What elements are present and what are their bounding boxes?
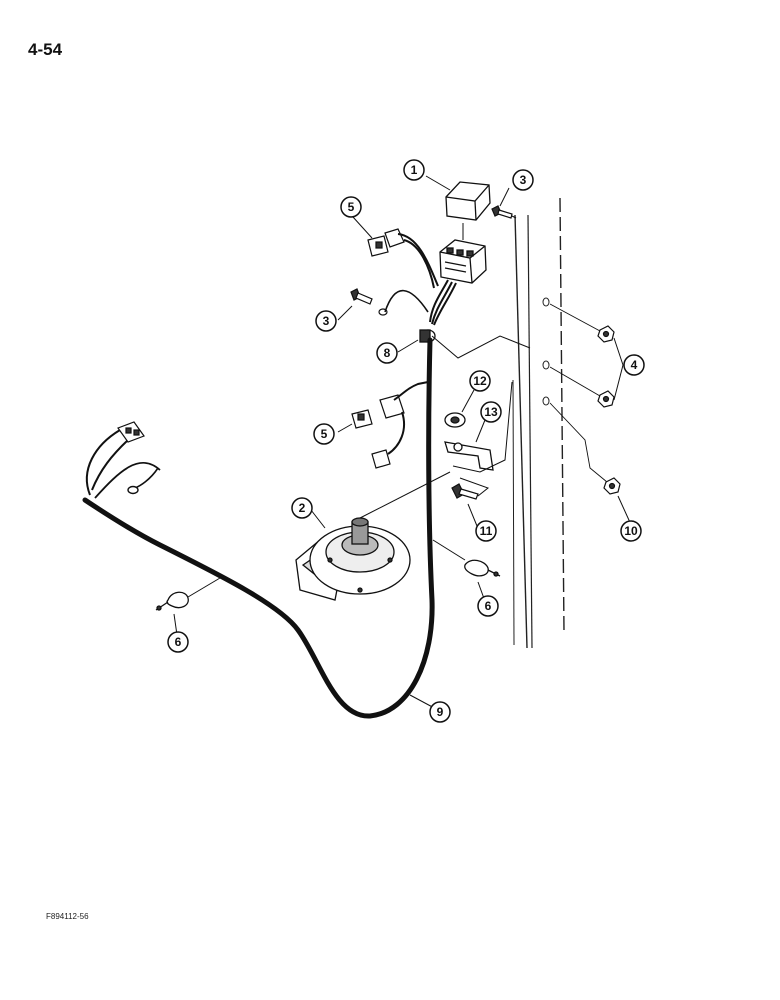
harness-left-branch-3 — [94, 461, 161, 499]
callout-6-left: 6 — [167, 631, 189, 653]
callout-5-lower: 5 — [313, 423, 335, 445]
cable-tie-right-icon — [464, 559, 501, 577]
callout-9: 9 — [429, 701, 451, 723]
callout-11: 11 — [475, 520, 497, 542]
figure-id: F894112-56 — [46, 912, 89, 921]
harness-leads-top — [429, 279, 457, 326]
bracket-mount-line — [452, 381, 513, 473]
callout-label: 5 — [321, 427, 328, 441]
callout-label: 12 — [473, 374, 487, 388]
ground-ring-lead — [134, 467, 159, 489]
cable-tie-left-icon — [155, 591, 189, 611]
callout-label: 4 — [631, 358, 638, 372]
cable-tie-left-line — [187, 577, 221, 598]
callout-10: 10 — [620, 520, 642, 542]
callout-label: 2 — [299, 501, 306, 515]
harness-left-branch — [85, 429, 121, 496]
callout-label: 11 — [480, 524, 493, 538]
bolt-alignment-line — [459, 477, 490, 497]
panel-holes — [542, 297, 550, 406]
callout-8: 8 — [376, 342, 398, 364]
nut-upper-icon — [597, 325, 615, 343]
callout-3-upper: 3 — [512, 169, 534, 191]
nut-lower-icon — [603, 477, 621, 495]
lead-lower-connector-2 — [387, 411, 406, 455]
harness-left-branch-2 — [91, 439, 129, 491]
clip-mount-line — [431, 335, 531, 359]
callout-label: 8 — [384, 346, 391, 360]
frame-panel — [512, 197, 565, 649]
callout-label: 3 — [323, 314, 330, 328]
nut-leader-lines — [549, 303, 608, 483]
callout-label: 10 — [624, 524, 638, 538]
lead-lower-connector — [393, 381, 429, 401]
ring-terminal-icon — [127, 485, 139, 495]
callout-label: 6 — [175, 635, 182, 649]
lead-upper-connector-2 — [403, 239, 435, 289]
connector-lower-icon — [351, 394, 405, 469]
callout-label: 9 — [437, 705, 444, 719]
connector-left-icon — [117, 421, 145, 443]
callout-1: 1 — [403, 159, 425, 181]
lead-upper-connector — [397, 233, 439, 287]
main-harness — [82, 337, 435, 719]
callout-2: 2 — [291, 497, 313, 519]
screw-upper-icon — [491, 205, 517, 219]
callout-label: 1 — [411, 163, 418, 177]
page-number: 4-54 — [28, 40, 63, 59]
callout-13: 13 — [480, 401, 502, 423]
callout-3-lower: 3 — [315, 310, 337, 332]
ground-lead — [384, 289, 429, 313]
callout-label: 5 — [348, 200, 355, 214]
callout-6-right: 6 — [477, 595, 499, 617]
nut-middle-icon — [597, 390, 615, 408]
screw-lower-icon — [350, 288, 388, 316]
callout-label: 3 — [520, 173, 527, 187]
callout-label: 13 — [484, 405, 498, 419]
horn-mount-line — [359, 471, 451, 519]
relay-socket-icon — [439, 239, 487, 284]
callout-5-upper: 5 — [340, 196, 362, 218]
callout-4: 4 — [623, 354, 645, 376]
flange-nut-icon — [444, 412, 466, 428]
horn-icon — [295, 517, 411, 601]
cable-tie-right-line — [432, 539, 466, 561]
callout-label: 6 — [485, 599, 492, 613]
bracket-icon — [444, 441, 494, 471]
connector-upper-icon — [367, 228, 405, 257]
relay-icon — [445, 181, 491, 221]
bolt-icon — [451, 483, 479, 500]
callout-12: 12 — [469, 370, 491, 392]
